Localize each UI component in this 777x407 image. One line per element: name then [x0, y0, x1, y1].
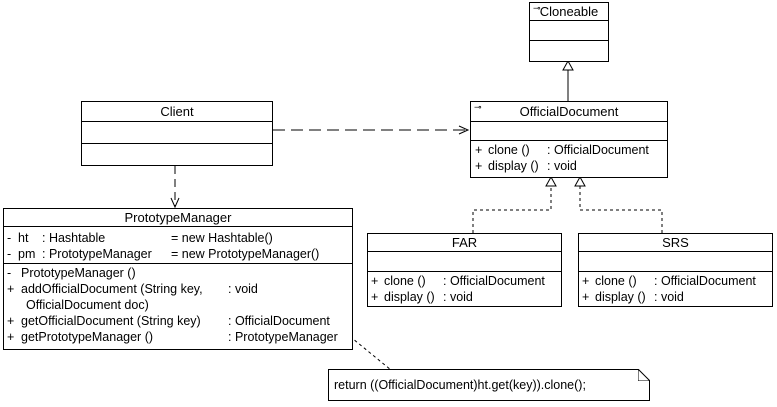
method-name: display ()	[595, 290, 646, 304]
code-note[interactable]: return ((OfficialDocument)ht.get(key)).c…	[328, 369, 650, 401]
class-officialdocument-methods: + clone () : OfficialDocument + display …	[471, 141, 667, 174]
attribute-visibility: -	[7, 247, 12, 261]
class-srs[interactable]: SRS + clone () : OfficialDocument + disp…	[578, 233, 773, 307]
class-officialdocument[interactable]: ⊸ OfficialDocument + clone () : Official…	[470, 101, 668, 178]
method-name: clone ()	[384, 274, 426, 288]
attribute-name: pm	[18, 247, 36, 261]
class-client-attributes	[82, 122, 272, 144]
method-name: display ()	[384, 290, 435, 304]
class-far-attributes	[368, 252, 561, 272]
method-name: PrototypeManager ()	[21, 266, 136, 280]
method-visibility: +	[7, 282, 15, 296]
method-name: display ()	[488, 159, 539, 173]
class-prototypemanager-title: PrototypeManager	[4, 209, 352, 227]
method-name: getOfficialDocument (String key)	[21, 314, 201, 328]
method-row: + clone () : OfficialDocument	[579, 273, 772, 289]
method-type: : void	[547, 159, 577, 173]
method-row: OfficialDocument doc)	[4, 297, 352, 313]
class-prototypemanager-methods: - PrototypeManager () + addOfficialDocum…	[4, 264, 352, 345]
class-officialdocument-name: OfficialDocument	[519, 104, 619, 119]
class-prototypemanager-name: PrototypeManager	[124, 210, 232, 225]
class-far[interactable]: FAR + clone () : OfficialDocument + disp…	[367, 233, 562, 307]
class-srs-methods: + clone () : OfficialDocument + display …	[579, 272, 772, 305]
generalization-far-officialdocument	[472, 175, 557, 233]
method-row: + display () : void	[579, 289, 772, 305]
method-name: OfficialDocument doc)	[26, 298, 149, 312]
class-client-name: Client	[160, 104, 194, 119]
attribute-visibility: -	[7, 231, 12, 245]
attribute-type: : Hashtable	[42, 231, 106, 245]
attribute-type: : PrototypeManager	[42, 247, 152, 261]
interface-icon: ⊸	[474, 102, 482, 112]
method-type: : OfficialDocument	[228, 314, 330, 328]
method-name: clone ()	[488, 143, 530, 157]
method-visibility: -	[7, 266, 12, 280]
attribute-row: - pm : PrototypeManager = new PrototypeM…	[4, 246, 352, 262]
method-type: : OfficialDocument	[547, 143, 649, 157]
dependency-client-prototypemanager	[170, 166, 180, 209]
method-type: : void	[443, 290, 473, 304]
class-cloneable-name: Cloneable	[539, 4, 599, 19]
class-prototypemanager[interactable]: PrototypeManager - ht : Hashtable = new …	[3, 208, 353, 350]
class-cloneable[interactable]: ⊸ Cloneable	[529, 2, 609, 62]
method-visibility: +	[7, 314, 15, 328]
method-type: : OfficialDocument	[654, 274, 756, 288]
realization-officialdocument-cloneable	[562, 59, 574, 101]
code-note-text: return ((OfficialDocument)ht.get(key)).c…	[334, 378, 586, 392]
method-row: + display () : void	[471, 158, 667, 174]
class-far-title: FAR	[368, 234, 561, 252]
method-row: + getOfficialDocument (String key) : Off…	[4, 313, 352, 329]
method-name: clone ()	[595, 274, 637, 288]
method-type: : OfficialDocument	[443, 274, 545, 288]
method-name: getPrototypeManager ()	[21, 330, 154, 344]
method-row: + display () : void	[368, 289, 561, 305]
class-client-title: Client	[82, 102, 272, 122]
method-type: : void	[654, 290, 684, 304]
method-visibility: +	[582, 274, 590, 288]
dependency-client-officialdocument	[273, 125, 470, 135]
method-visibility: +	[7, 330, 15, 344]
method-row: + getPrototypeManager () : PrototypeMana…	[4, 329, 352, 345]
method-visibility: +	[371, 274, 379, 288]
method-name: addOfficialDocument (String key,	[21, 282, 203, 296]
class-far-name: FAR	[451, 235, 478, 250]
attribute-initial-value: = new PrototypeManager()	[171, 247, 320, 261]
method-visibility: +	[475, 143, 483, 157]
attribute-initial-value: = new Hashtable()	[171, 231, 273, 245]
class-officialdocument-title: ⊸ OfficialDocument	[471, 102, 667, 122]
method-row: - PrototypeManager ()	[4, 265, 352, 281]
method-visibility: +	[582, 290, 590, 304]
class-srs-attributes	[579, 252, 772, 272]
class-cloneable-title: ⊸ Cloneable	[530, 3, 608, 21]
class-srs-title: SRS	[579, 234, 772, 252]
attribute-name: ht	[18, 231, 29, 245]
class-srs-name: SRS	[662, 235, 689, 250]
method-type: : PrototypeManager	[228, 330, 338, 344]
method-visibility: +	[371, 290, 379, 304]
method-visibility: +	[475, 159, 483, 173]
attribute-row: - ht : Hashtable = new Hashtable()	[4, 230, 352, 246]
class-cloneable-attributes	[530, 21, 608, 41]
class-prototypemanager-attributes: - ht : Hashtable = new Hashtable() - pm …	[4, 227, 352, 264]
note-folded-corner	[638, 369, 650, 381]
generalization-srs-officialdocument	[574, 175, 663, 233]
method-row: + clone () : OfficialDocument	[471, 142, 667, 158]
method-row: + clone () : OfficialDocument	[368, 273, 561, 289]
method-row: + addOfficialDocument (String key, : voi…	[4, 281, 352, 297]
interface-icon: ⊸	[533, 3, 541, 13]
method-type: : void	[228, 282, 258, 296]
class-far-methods: + clone () : OfficialDocument + display …	[368, 272, 561, 305]
class-officialdocument-attributes	[471, 122, 667, 141]
class-client[interactable]: Client	[81, 101, 273, 166]
